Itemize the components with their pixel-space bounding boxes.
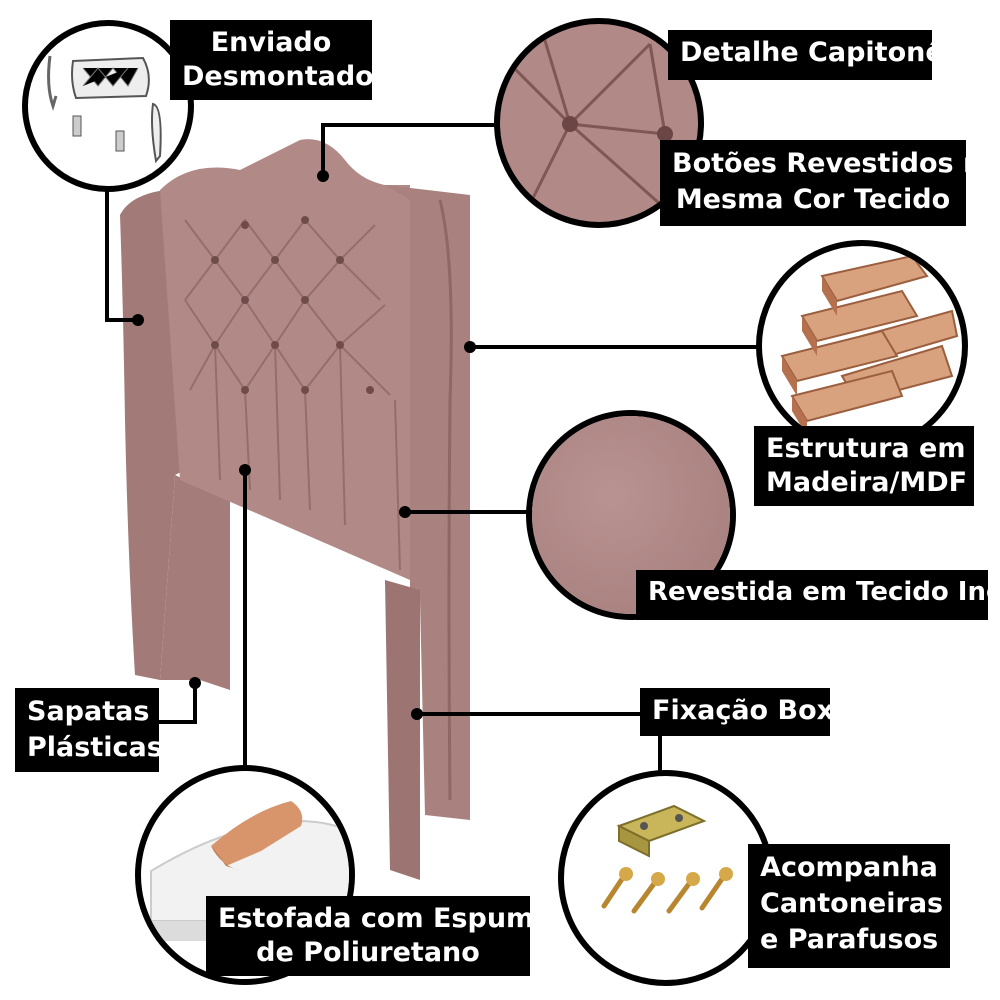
fixacao-label: Fixação Box — [640, 688, 835, 736]
detalhe-label: Detalhe Capitonê — [668, 30, 944, 80]
revestida-line1: Revestida em Tecido Inca — [648, 577, 1000, 607]
botoes-line2: Mesma Cor Tecido — [675, 184, 951, 215]
acompanha-line3: e Parafusos — [760, 924, 939, 955]
acompanha-line1: Acompanha — [760, 852, 938, 883]
botoes-label: Botões Revestidos na Mesma Cor Tecido — [660, 140, 1000, 226]
estrutura-label: Estrutura em Madeira/MDF — [754, 426, 974, 506]
estrutura-line1: Estrutura em — [766, 433, 966, 464]
enviado-line1: Enviado — [210, 27, 332, 58]
unassembled-parts-icon — [47, 55, 162, 164]
estrutura-line2: Madeira/MDF — [766, 467, 968, 498]
wood-planks-icon — [780, 254, 959, 436]
hardware-circle — [558, 770, 774, 986]
foam-circle — [135, 765, 355, 985]
estofada-label: Estofada com Espuma de Poliuretano — [206, 896, 553, 976]
sapatas-line1: Sapatas — [27, 696, 150, 727]
headboard — [120, 139, 470, 880]
estofada-line1: Estofada com Espuma — [218, 903, 553, 934]
enviado-line2: Desmontado — [182, 61, 374, 92]
connector-lines — [105, 123, 760, 835]
estofada-line2: de Poliuretano — [256, 937, 480, 968]
fabric-circle — [526, 410, 736, 620]
unassembled-circle — [22, 20, 194, 192]
sapatas-label: Sapatas Plásticas — [15, 688, 163, 772]
fixacao-line1: Fixação Box — [652, 695, 835, 726]
wood-circle — [756, 240, 968, 452]
botoes-line1: Botões Revestidos na — [672, 148, 1000, 179]
sapatas-line2: Plásticas — [27, 732, 163, 763]
bracket-screws-icon — [601, 804, 733, 914]
acompanha-line2: Cantoneiras — [760, 888, 944, 919]
revestida-label: Revestida em Tecido Inca — [636, 570, 1000, 620]
acompanha-label: Acompanha Cantoneiras e Parafusos — [748, 844, 950, 968]
enviado-label: Enviado Desmontado — [170, 20, 374, 100]
detalhe-line1: Detalhe Capitonê — [680, 37, 944, 68]
